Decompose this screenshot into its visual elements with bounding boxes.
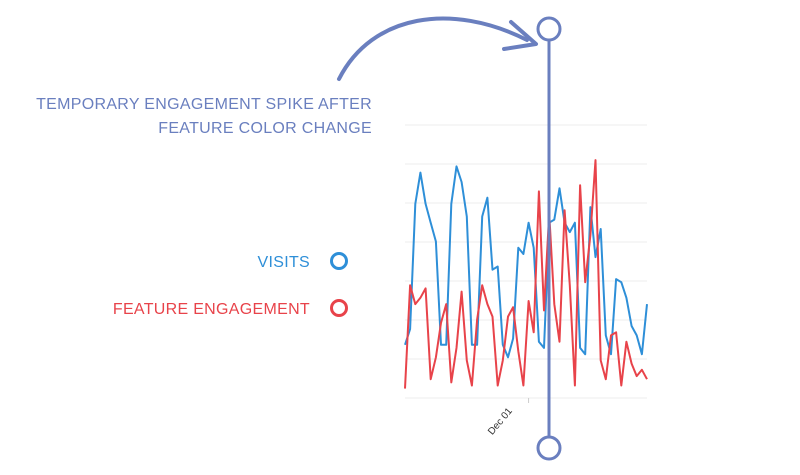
- series-line-feature-engagement: [404, 159, 648, 389]
- marker-bottom-circle: [536, 435, 562, 461]
- legend-label-feature-engagement: FEATURE ENGAGEMENT: [112, 301, 310, 318]
- annotation-arrow-curve: [337, 16, 529, 81]
- annotation-line-1: TEMPORARY ENGAGEMENT SPIKE AFTER: [36, 96, 372, 113]
- marker-top-circle: [536, 16, 562, 42]
- annotation-text: TEMPORARY ENGAGEMENT SPIKE AFTER FEATURE…: [20, 93, 372, 141]
- legend-label-visits: VISITS: [257, 254, 310, 271]
- annotation-marker: [337, 16, 562, 461]
- series-line-visits: [404, 165, 648, 359]
- grid-lines: [405, 124, 647, 403]
- annotation-line-2: FEATURE COLOR CHANGE: [158, 120, 372, 137]
- legend-dot-feature-engagement: [330, 299, 348, 317]
- annotation-arrow-head: [502, 20, 538, 51]
- legend-dot-visits: [330, 252, 348, 270]
- series-layer: [404, 159, 648, 389]
